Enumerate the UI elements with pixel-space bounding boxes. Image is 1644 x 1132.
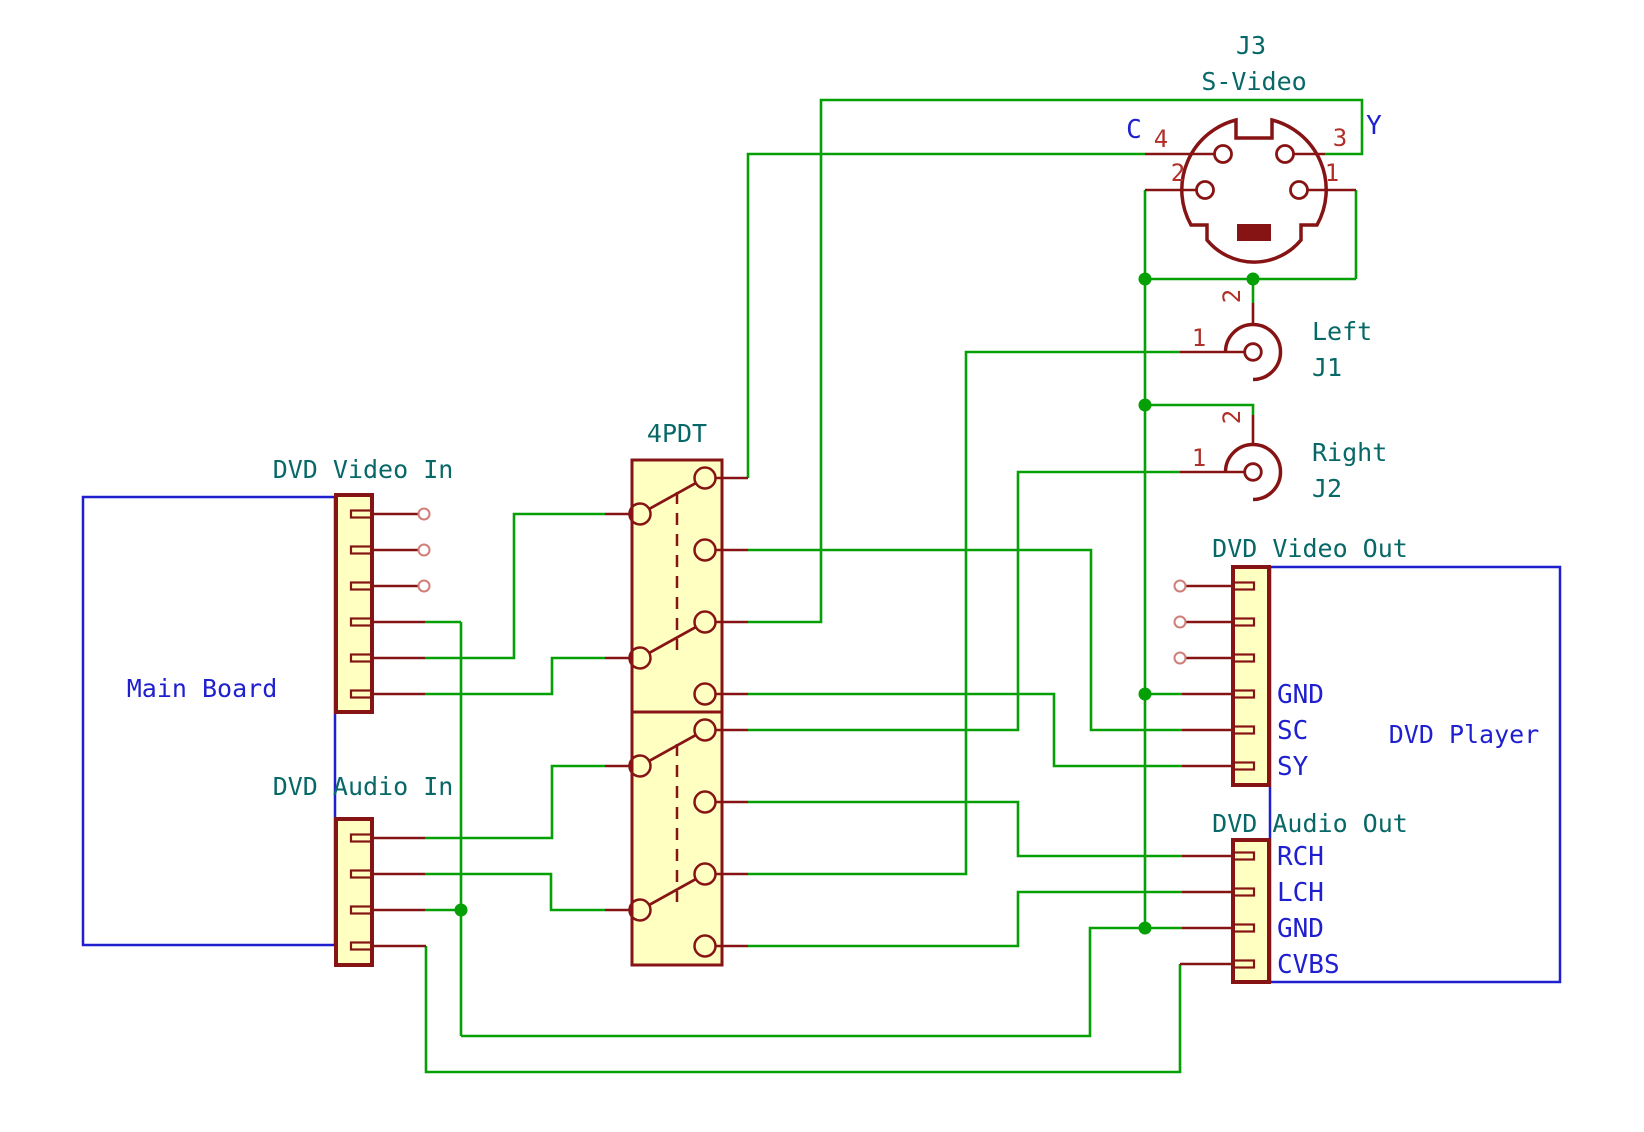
svideo-pin-hole [1213,144,1233,164]
pin-name-sy: SY [1277,752,1309,782]
pin-name-cvbs: CVBS [1277,950,1340,980]
pin-name-rch: RCH [1277,842,1324,872]
pin-number-4: 4 [1154,125,1168,153]
rca-jack-right[interactable] [1223,442,1283,502]
unconnected-pin-circle [1173,615,1187,629]
pin-number-2: 2 [1171,159,1185,187]
label-dvd-player: DVD Player [1389,720,1540,749]
label-svideo: S-Video [1201,67,1306,96]
unconnected-pin-circle [417,507,431,521]
dvd-video-out-connector[interactable] [1231,565,1271,787]
pin-name-sc: SC [1277,716,1308,746]
wire-junction [1138,272,1152,286]
wire [425,656,605,696]
unconnected-pin-circle [417,579,431,593]
rca-center-pin [1243,462,1263,482]
wire-junction [1138,398,1152,412]
pin-name-y: Y [1366,111,1382,141]
wire [748,548,1182,732]
wire-junction [1246,272,1260,286]
switch-lever [648,625,697,655]
label-dvd-audio-in: DVD Audio In [273,772,454,801]
main-board-box[interactable] [81,495,337,947]
unconnected-pin-circle [417,543,431,557]
rca-jack-left[interactable] [1223,322,1283,382]
dvd-audio-in-connector[interactable] [334,817,374,967]
label-j3: J3 [1236,31,1266,60]
wire [748,890,1182,948]
label-dvd-video-in: DVD Video In [273,455,454,484]
svideo-pin-hole [1275,144,1295,164]
wire [424,946,1182,1074]
pin-name-gnd-video: GND [1277,680,1324,710]
wire [748,470,1180,732]
wire [425,512,605,660]
svideo-pin-hole [1195,180,1215,200]
label-j2: J2 [1312,474,1342,503]
pin-number-j2-2: 2 [1218,410,1246,424]
wire [748,98,1364,624]
wire [425,872,605,912]
svideo-pin-hole [1289,180,1309,200]
wire-junction [1138,687,1152,701]
pin-name-gnd-audio: GND [1277,914,1324,944]
wire [425,764,605,840]
label-j1: J1 [1312,353,1342,382]
label-right: Right [1312,438,1387,467]
pin-number-j2-1: 1 [1192,444,1206,472]
label-dvd-video-out: DVD Video Out [1212,534,1408,563]
wire [746,152,1145,478]
unconnected-pin-circle [1173,651,1187,665]
wire-junction [454,903,468,917]
unconnected-pin-circle [1173,579,1187,593]
wire [1145,403,1255,415]
label-left: Left [1312,317,1372,346]
wire-junction [1138,921,1152,935]
wire [748,692,1182,768]
label-main-board: Main Board [127,674,278,703]
pin-number-j1-2: 2 [1218,289,1246,303]
rca-center-pin [1243,342,1263,362]
pin-name-c: C [1126,115,1142,145]
pin-number-j1-1: 1 [1192,324,1206,352]
switch-lever [648,877,697,907]
wire [748,800,1182,858]
pin-number-1: 1 [1325,159,1339,187]
dvd-audio-out-connector[interactable] [1231,838,1271,984]
wire [748,350,1180,876]
wire [461,926,1145,1038]
switch-lever [648,733,697,763]
switch-lever [648,481,697,511]
pin-number-3: 3 [1333,124,1347,152]
dvd-video-in-connector[interactable] [334,493,374,714]
label-4pdt: 4PDT [647,419,707,448]
svideo-key-slot [1237,224,1271,241]
svideo-connector[interactable] [1180,117,1328,264]
pin-name-lch: LCH [1277,878,1324,908]
label-dvd-audio-out: DVD Audio Out [1212,809,1408,838]
